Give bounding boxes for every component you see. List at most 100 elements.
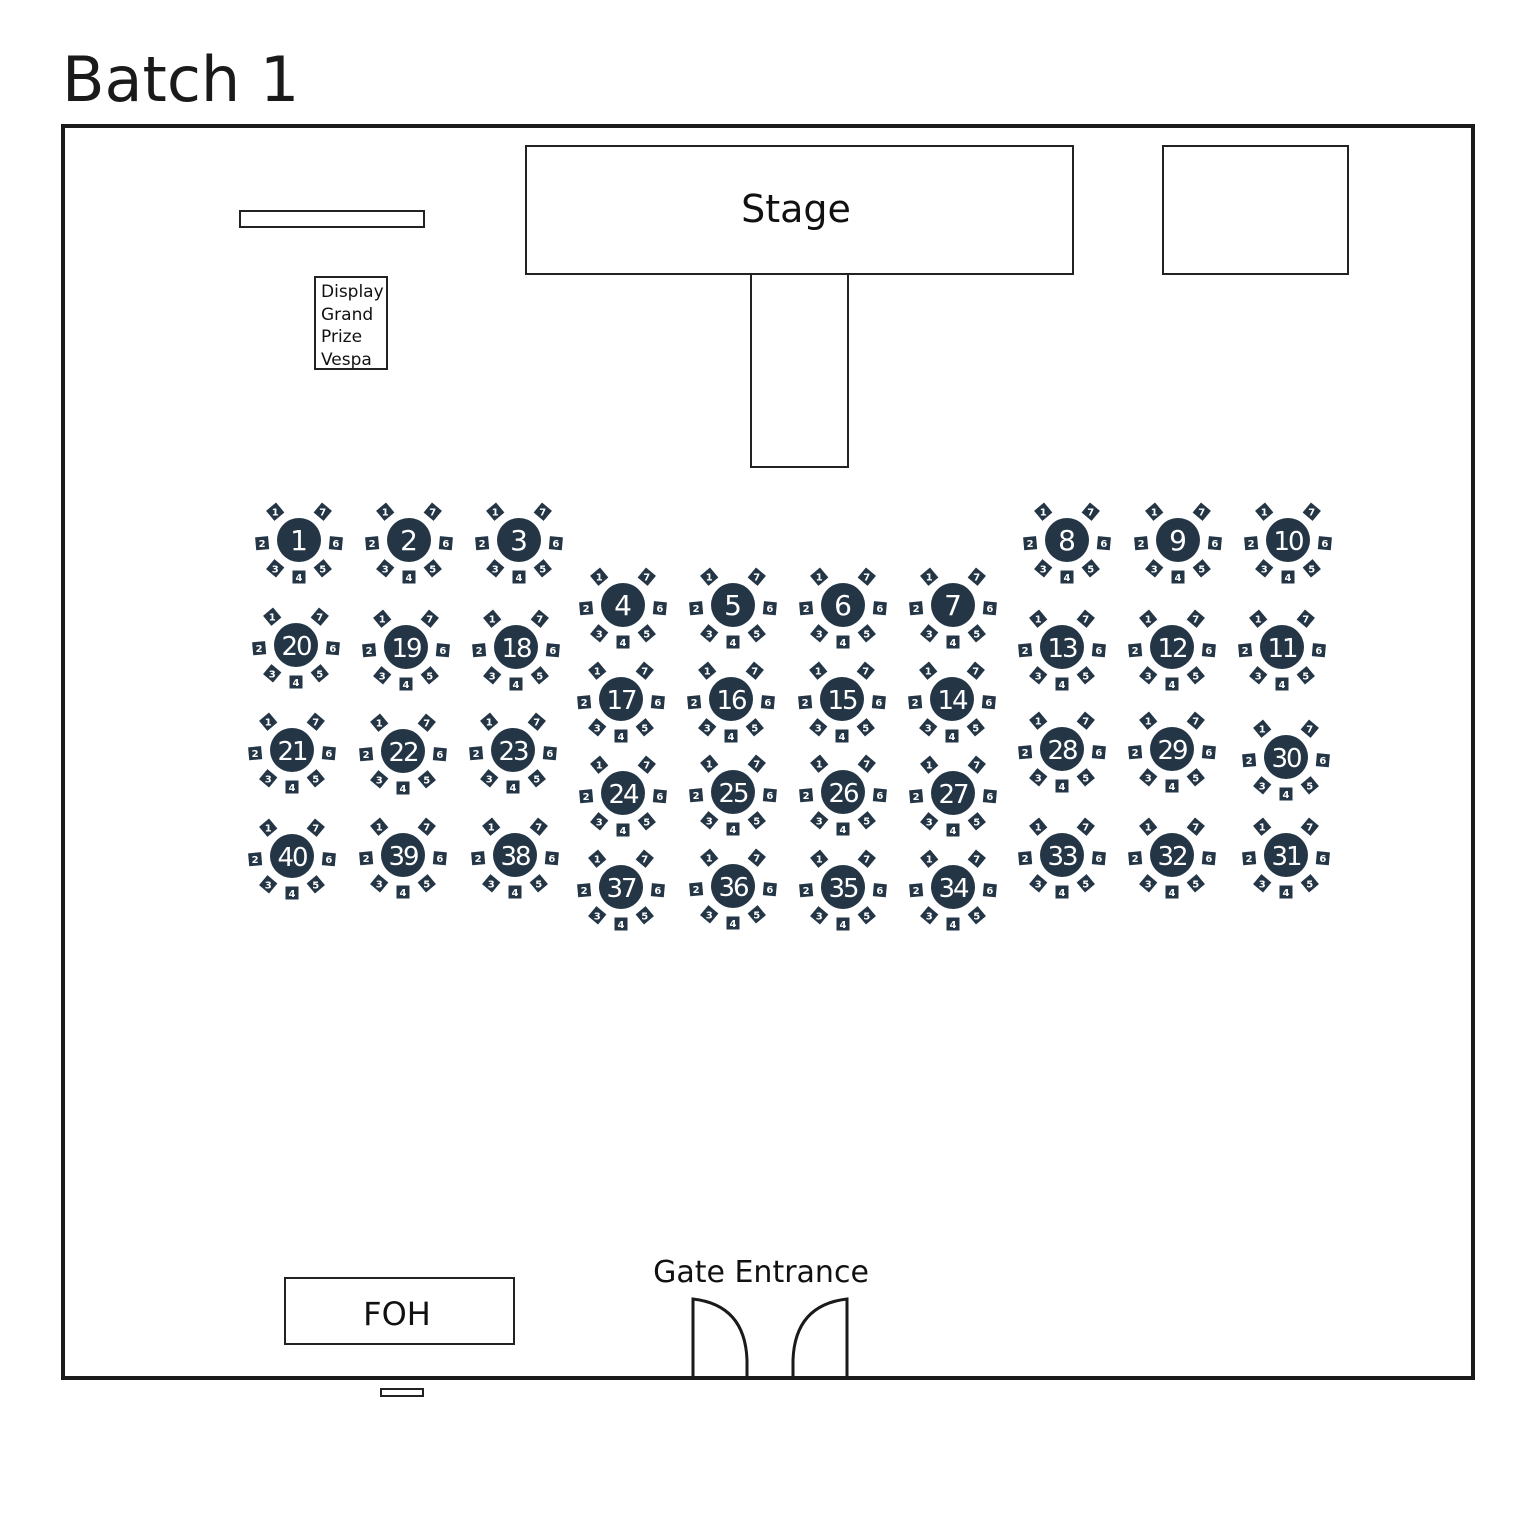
seat-marker[interactable] [635,906,654,925]
seat-3[interactable]: 3 [1034,559,1053,578]
seat-marker[interactable] [1029,768,1048,787]
seat-marker[interactable] [909,789,924,804]
seat-1[interactable]: 1 [266,502,285,521]
seat-6[interactable]: 6 [1315,851,1330,866]
seat-3[interactable]: 3 [376,559,395,578]
seat-5[interactable]: 5 [966,718,985,737]
table-circle[interactable] [601,771,645,815]
seat-7[interactable]: 7 [1300,719,1319,738]
seat-marker[interactable] [480,769,499,788]
seat-7[interactable]: 7 [1186,711,1205,730]
seat-marker[interactable] [438,536,453,551]
seat-2[interactable]: 2 [799,788,814,803]
seat-1[interactable]: 1 [1029,817,1048,836]
seat-5[interactable]: 5 [857,811,876,830]
seat-5[interactable]: 5 [1076,768,1095,787]
seat-3[interactable]: 3 [480,769,499,788]
seat-marker[interactable] [920,849,939,868]
seat-2[interactable]: 2 [475,536,490,551]
seat-marker[interactable] [810,811,829,830]
seat-6[interactable]: 6 [544,851,559,866]
seat-6[interactable]: 6 [1201,643,1216,658]
table-circle[interactable] [270,728,314,772]
seat-3[interactable]: 3 [370,770,389,789]
seat-5[interactable]: 5 [856,718,875,737]
seat-marker[interactable] [967,812,986,831]
seat-marker[interactable] [1128,851,1143,866]
seat-6[interactable]: 6 [762,788,777,803]
seat-6[interactable]: 6 [1317,536,1332,551]
seat-marker[interactable] [982,789,997,804]
table-circle[interactable] [1266,518,1310,562]
seat-marker[interactable] [745,661,764,680]
seat-marker[interactable] [325,641,340,656]
seat-1[interactable]: 1 [920,849,939,868]
seat-marker[interactable] [373,609,392,628]
seat-marker[interactable] [1139,768,1158,787]
table-circle[interactable] [1040,625,1084,669]
table-circle[interactable] [821,583,865,627]
seat-marker[interactable] [809,661,828,680]
seat-marker[interactable] [747,624,766,643]
seat-5[interactable]: 5 [420,666,439,685]
seat-7[interactable]: 7 [637,755,656,774]
seat-marker[interactable] [483,609,502,628]
seat-7[interactable]: 7 [1076,817,1095,836]
seat-7[interactable]: 7 [747,848,766,867]
seat-marker[interactable] [417,817,436,836]
seat-marker[interactable] [616,635,630,649]
seat-marker[interactable] [920,755,939,774]
seat-marker[interactable] [321,746,336,761]
seat-marker[interactable] [1249,666,1268,685]
seat-marker[interactable] [255,536,270,551]
seat-5[interactable]: 5 [306,875,325,894]
seat-marker[interactable] [1139,711,1158,730]
seat-marker[interactable] [689,788,704,803]
table-circle[interactable] [381,729,425,773]
seat-3[interactable]: 3 [1139,874,1158,893]
seat-marker[interactable] [614,917,628,931]
seat-marker[interactable] [259,769,278,788]
stage-runway[interactable] [750,273,849,468]
seat-marker[interactable] [1201,745,1216,760]
table-circle[interactable] [931,865,975,909]
seat-5[interactable]: 5 [857,624,876,643]
seat-marker[interactable] [857,567,876,586]
table-circle[interactable] [270,834,314,878]
seat-marker[interactable] [266,559,285,578]
seat-marker[interactable] [637,755,656,774]
seat-marker[interactable] [417,770,436,789]
seat-marker[interactable] [1029,874,1048,893]
seat-marker[interactable] [1207,536,1222,551]
seat-marker[interactable] [1076,711,1095,730]
seat-marker[interactable] [1029,711,1048,730]
seat-marker[interactable] [1076,817,1095,836]
seat-2[interactable]: 2 [687,695,702,710]
seat-2[interactable]: 2 [577,695,592,710]
seat-4[interactable]: 4 [509,677,523,692]
seat-marker[interactable] [1186,666,1205,685]
seat-marker[interactable] [1029,666,1048,685]
seat-1[interactable]: 1 [259,818,278,837]
seat-marker[interactable] [1253,817,1272,836]
seat-2[interactable]: 2 [1128,851,1143,866]
seat-marker[interactable] [313,502,332,521]
seat-2[interactable]: 2 [362,643,377,658]
seat-5[interactable]: 5 [533,559,552,578]
seat-marker[interactable] [310,607,329,626]
seat-marker[interactable] [259,875,278,894]
seat-marker[interactable] [1018,643,1033,658]
seat-marker[interactable] [1186,609,1205,628]
seat-6[interactable]: 6 [432,851,447,866]
seat-7[interactable]: 7 [1186,817,1205,836]
seat-marker[interactable] [700,567,719,586]
seat-3[interactable]: 3 [919,718,938,737]
foh[interactable]: FOH [284,1277,515,1345]
seat-marker[interactable] [306,769,325,788]
seat-4[interactable]: 4 [396,885,410,900]
seat-marker[interactable] [726,916,740,930]
